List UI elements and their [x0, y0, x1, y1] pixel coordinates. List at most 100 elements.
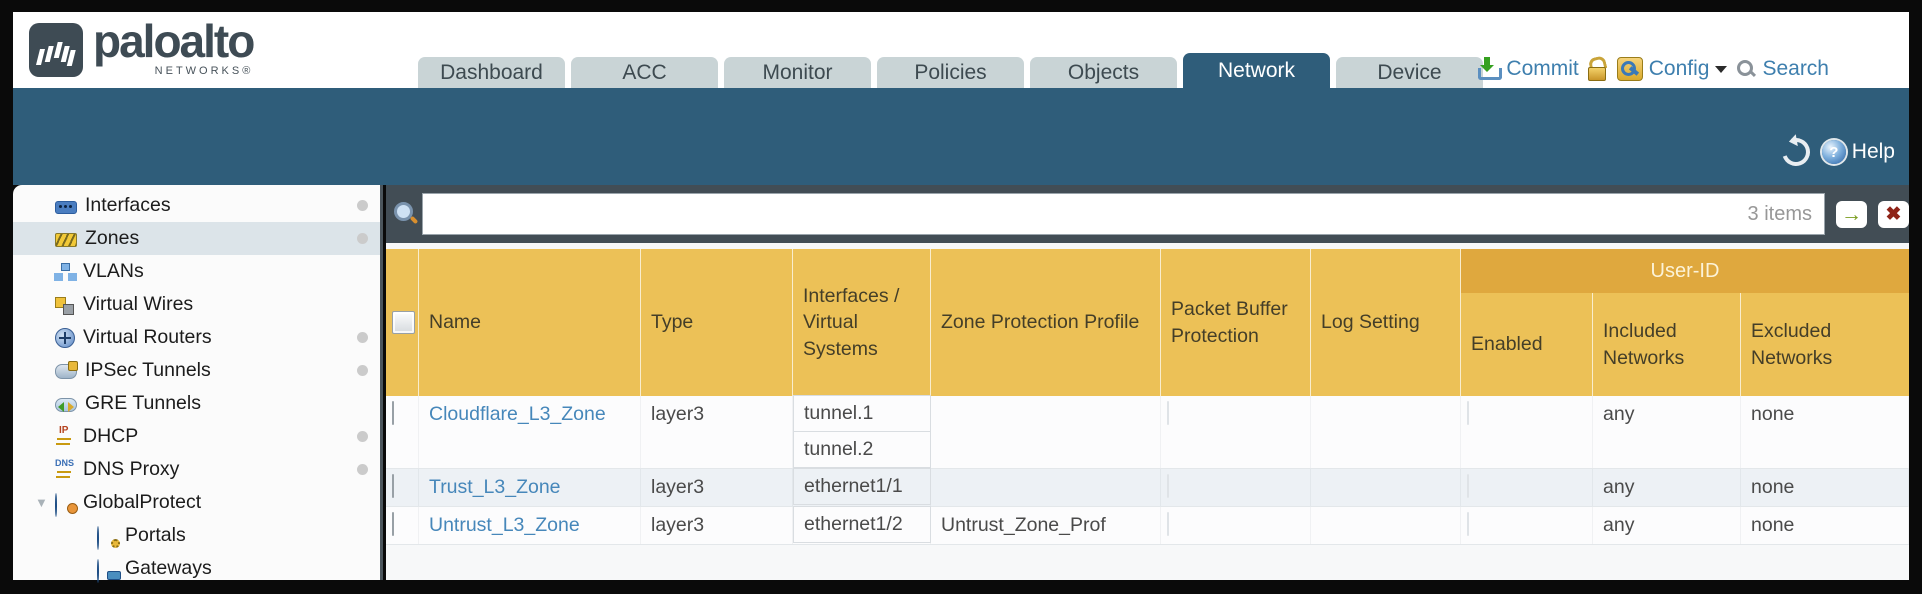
- packet-buffer-checkbox[interactable]: [1167, 474, 1169, 498]
- brand-subtitle: NETWORKS®: [154, 65, 254, 77]
- tab-policies[interactable]: Policies: [877, 57, 1024, 88]
- packet-buffer-checkbox[interactable]: [1167, 512, 1169, 536]
- row-checkbox[interactable]: [392, 474, 394, 498]
- network-sidebar: Interfaces Zones VLANs Virtual Wires Vir…: [13, 185, 383, 583]
- help-button[interactable]: ? Help: [1821, 140, 1895, 164]
- sidebar-item-dhcp[interactable]: DHCP: [13, 420, 380, 453]
- zones-icon: [55, 232, 77, 247]
- paloalto-logo: paloalto NETWORKS®: [29, 15, 255, 77]
- tab-network[interactable]: Network: [1183, 53, 1330, 88]
- search-label: Search: [1762, 57, 1829, 80]
- sidebar-item-virtual-wires[interactable]: Virtual Wires: [13, 288, 380, 321]
- interfaces-icon: [55, 200, 77, 214]
- row-checkbox[interactable]: [392, 512, 394, 536]
- packet-buffer-checkbox[interactable]: [1167, 401, 1169, 425]
- tab-device[interactable]: Device: [1336, 57, 1483, 88]
- column-header-excluded-networks[interactable]: Excluded Networks: [1751, 320, 1833, 369]
- zone-name-link[interactable]: Untrust_L3_Zone: [429, 514, 580, 536]
- sidebar-item-globalprotect[interactable]: ▼ GlobalProtect: [13, 486, 380, 519]
- row-checkbox[interactable]: [392, 401, 394, 425]
- column-header-packet-buffer[interactable]: Packet Buffer Protection: [1161, 249, 1311, 396]
- sidebar-item-dns-proxy[interactable]: DNS Proxy: [13, 453, 380, 486]
- included-networks: any: [1593, 469, 1741, 506]
- log-setting: [1311, 469, 1461, 506]
- sidebar-item-gre-tunnels[interactable]: GRE Tunnels: [13, 387, 380, 420]
- refresh-icon[interactable]: [1777, 133, 1815, 171]
- tab-monitor[interactable]: Monitor: [724, 57, 871, 88]
- teal-band: ? Help: [13, 88, 1909, 185]
- interface-item: ethernet1/1: [793, 468, 931, 505]
- column-header-name[interactable]: Name: [419, 249, 641, 396]
- excluded-networks: none: [1741, 507, 1909, 544]
- config-icon: [1616, 57, 1643, 81]
- chevron-down-icon: [1715, 65, 1728, 79]
- log-setting: [1311, 396, 1461, 468]
- sidebar-item-ipsec-tunnels[interactable]: IPSec Tunnels: [13, 354, 380, 387]
- log-setting: [1311, 507, 1461, 544]
- apply-filter-button[interactable]: →: [1836, 200, 1867, 228]
- column-header-enabled[interactable]: Enabled: [1461, 293, 1593, 396]
- interface-item: tunnel.2: [793, 431, 931, 468]
- green-arrow-icon: →: [1841, 202, 1862, 226]
- sidebar-item-interfaces[interactable]: Interfaces: [13, 189, 380, 222]
- help-label: Help: [1851, 140, 1895, 163]
- user-id-enabled-checkbox[interactable]: [1467, 512, 1469, 536]
- interface-item: tunnel.1: [793, 395, 931, 432]
- tab-acc[interactable]: ACC: [571, 57, 718, 88]
- table-row: Cloudflare_L3_Zone layer3 tunnel.1 tunne…: [386, 395, 1909, 469]
- user-id-enabled-checkbox[interactable]: [1467, 474, 1469, 498]
- sidebar-item-zones[interactable]: Zones: [13, 222, 380, 255]
- zone-protection-profile: [931, 396, 1161, 468]
- select-all-checkbox[interactable]: [392, 311, 415, 334]
- portals-icon: [97, 525, 99, 550]
- config-menu-button[interactable]: Config: [1616, 57, 1728, 81]
- red-x-icon: ✖: [1885, 203, 1902, 225]
- table-row: Trust_L3_Zone layer3 ethernet1/1 any non…: [386, 468, 1909, 507]
- filter-input[interactable]: 3 items: [422, 193, 1825, 235]
- brand-title: paloalto: [93, 15, 255, 67]
- excluded-networks: none: [1741, 469, 1909, 506]
- sidebar-item-vlans[interactable]: VLANs: [13, 255, 380, 288]
- filter-bar: 3 items → ✖: [386, 185, 1909, 243]
- topbar-actions: Commit Config Search: [1476, 55, 1829, 81]
- table-empty-area: [386, 545, 1909, 580]
- virtual-wires-icon: [55, 296, 75, 315]
- column-header-log-setting[interactable]: Log Setting: [1311, 249, 1461, 396]
- table-header: Name Type Interfaces / Virtual Systems Z…: [386, 249, 1909, 396]
- gre-tunnels-icon: [55, 398, 77, 412]
- band-actions: ? Help: [1777, 133, 1895, 171]
- column-header-type[interactable]: Type: [641, 249, 793, 396]
- logo-bars-icon: [36, 49, 45, 65]
- commit-button[interactable]: Commit: [1476, 57, 1579, 81]
- zone-name-link[interactable]: Trust_L3_Zone: [429, 476, 561, 498]
- sidebar-item-portals[interactable]: Portals: [13, 519, 380, 552]
- included-networks: any: [1593, 396, 1741, 468]
- column-header-included-networks[interactable]: Included Networks: [1593, 293, 1741, 396]
- tab-dashboard[interactable]: Dashboard: [418, 57, 565, 88]
- search-icon: [1736, 59, 1756, 79]
- status-dot: [357, 233, 368, 244]
- unlock-icon[interactable]: [1587, 55, 1608, 81]
- paloalto-logo-icon: [29, 23, 83, 77]
- sidebar-item-virtual-routers[interactable]: Virtual Routers: [13, 321, 380, 354]
- interface-item: ethernet1/2: [793, 506, 931, 543]
- user-id-group: User-ID Enabled Included Networks Exclud…: [1461, 249, 1909, 396]
- zone-name-link[interactable]: Cloudflare_L3_Zone: [429, 403, 606, 425]
- user-id-group-header: User-ID: [1461, 249, 1909, 293]
- excluded-networks: none: [1741, 396, 1909, 468]
- zone-interfaces: tunnel.1 tunnel.2: [793, 395, 931, 468]
- zone-type: layer3: [641, 469, 793, 506]
- clear-filter-button[interactable]: ✖: [1878, 200, 1909, 228]
- expand-triangle-icon[interactable]: ▼: [35, 495, 48, 510]
- zone-type: layer3: [641, 507, 793, 544]
- status-dot: [357, 200, 368, 211]
- search-button[interactable]: Search: [1736, 57, 1829, 81]
- table-row: Untrust_L3_Zone layer3 ethernet1/2 Untru…: [386, 506, 1909, 545]
- zone-type: layer3: [641, 396, 793, 468]
- column-header-interfaces[interactable]: Interfaces / Virtual Systems: [793, 249, 931, 396]
- config-label: Config: [1648, 57, 1710, 80]
- sidebar-item-gateways[interactable]: Gateways: [13, 552, 380, 585]
- column-header-zone-protection[interactable]: Zone Protection Profile: [931, 249, 1161, 396]
- tab-objects[interactable]: Objects: [1030, 57, 1177, 88]
- user-id-enabled-checkbox[interactable]: [1467, 401, 1469, 425]
